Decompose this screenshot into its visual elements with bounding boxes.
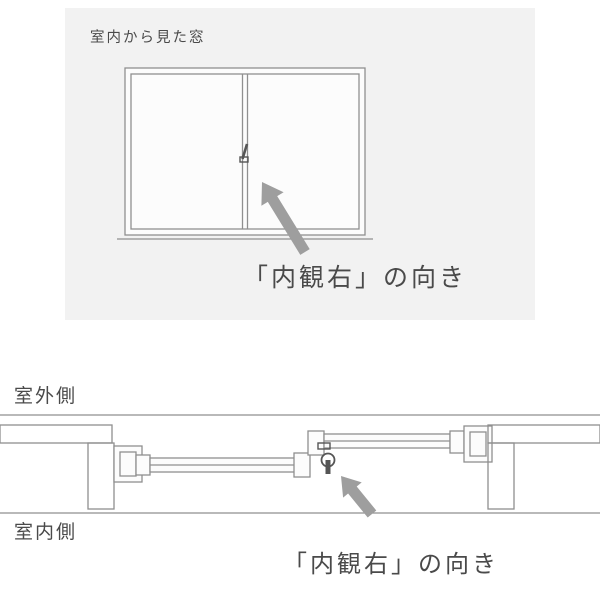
wall-hatch-left — [0, 424, 115, 510]
outdoor-side-label: 室外側 — [14, 385, 78, 407]
cross-section-drawing — [0, 414, 600, 518]
indoor-side-label: 室内側 — [14, 521, 78, 543]
panel-title: 室内から見た窓 — [90, 30, 206, 46]
outer-sash-section — [307, 430, 465, 456]
wall-hatch-right — [487, 424, 600, 510]
sash-lock-icon — [239, 143, 249, 163]
orientation-caption-top: 「内観右」の向き — [243, 263, 468, 292]
pointer-arrow-icon — [261, 182, 310, 255]
interior-view-panel: 室内から見た窓 「内観右」の向き — [65, 8, 535, 320]
orientation-caption-bottom: 「内観右」の向き — [283, 550, 499, 578]
pointer-arrow-icon — [341, 476, 377, 518]
inner-sash-section — [135, 452, 311, 478]
wall-face-lines — [0, 414, 600, 514]
window-elevation-drawing — [117, 67, 373, 255]
right-jamb — [463, 425, 493, 463]
crescent-lock-icon — [317, 442, 336, 474]
